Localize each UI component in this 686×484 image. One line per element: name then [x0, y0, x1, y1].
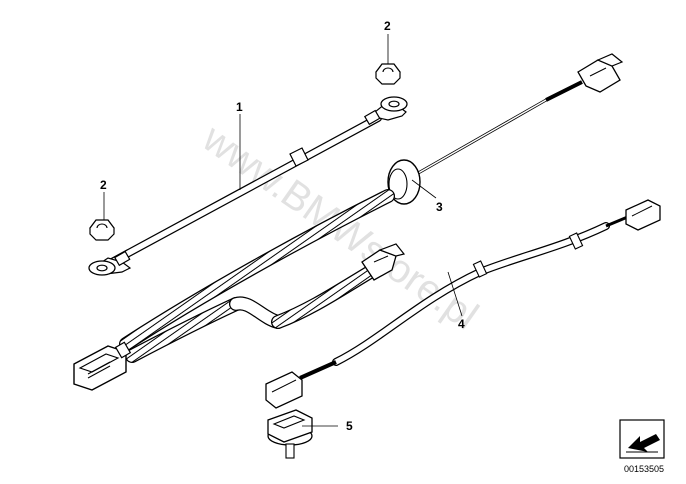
hex-nut-upper: [375, 63, 401, 85]
main-wiring-harness: [73, 189, 406, 391]
callout-2-lower: 2: [100, 178, 107, 192]
plug-connector-lower: [265, 371, 303, 409]
clip-part-5: [267, 409, 313, 459]
ground-cable-part-1: [88, 96, 408, 276]
callout-3: 3: [436, 200, 443, 214]
secondary-harness-part-4: [265, 199, 661, 409]
leader-lines: [103, 34, 463, 427]
ring-terminal-upper: [363, 96, 408, 126]
lead-with-grommet-part-3: [387, 53, 624, 205]
plug-connector-right: [625, 199, 661, 231]
callout-2-upper: 2: [384, 19, 391, 33]
callout-4: 4: [458, 317, 465, 331]
callout-5: 5: [346, 419, 353, 433]
rubber-grommet: [387, 159, 421, 205]
plug-connector-top-right: [577, 53, 624, 93]
hex-nut-lower: [89, 219, 115, 241]
block-connector-left: [73, 341, 132, 391]
callout-1: 1: [236, 100, 243, 114]
branch-connector-right: [361, 243, 406, 281]
direction-arrow-icon: [619, 419, 665, 459]
ring-terminal-lower: [88, 250, 132, 276]
document-number: 00153505: [624, 464, 664, 474]
